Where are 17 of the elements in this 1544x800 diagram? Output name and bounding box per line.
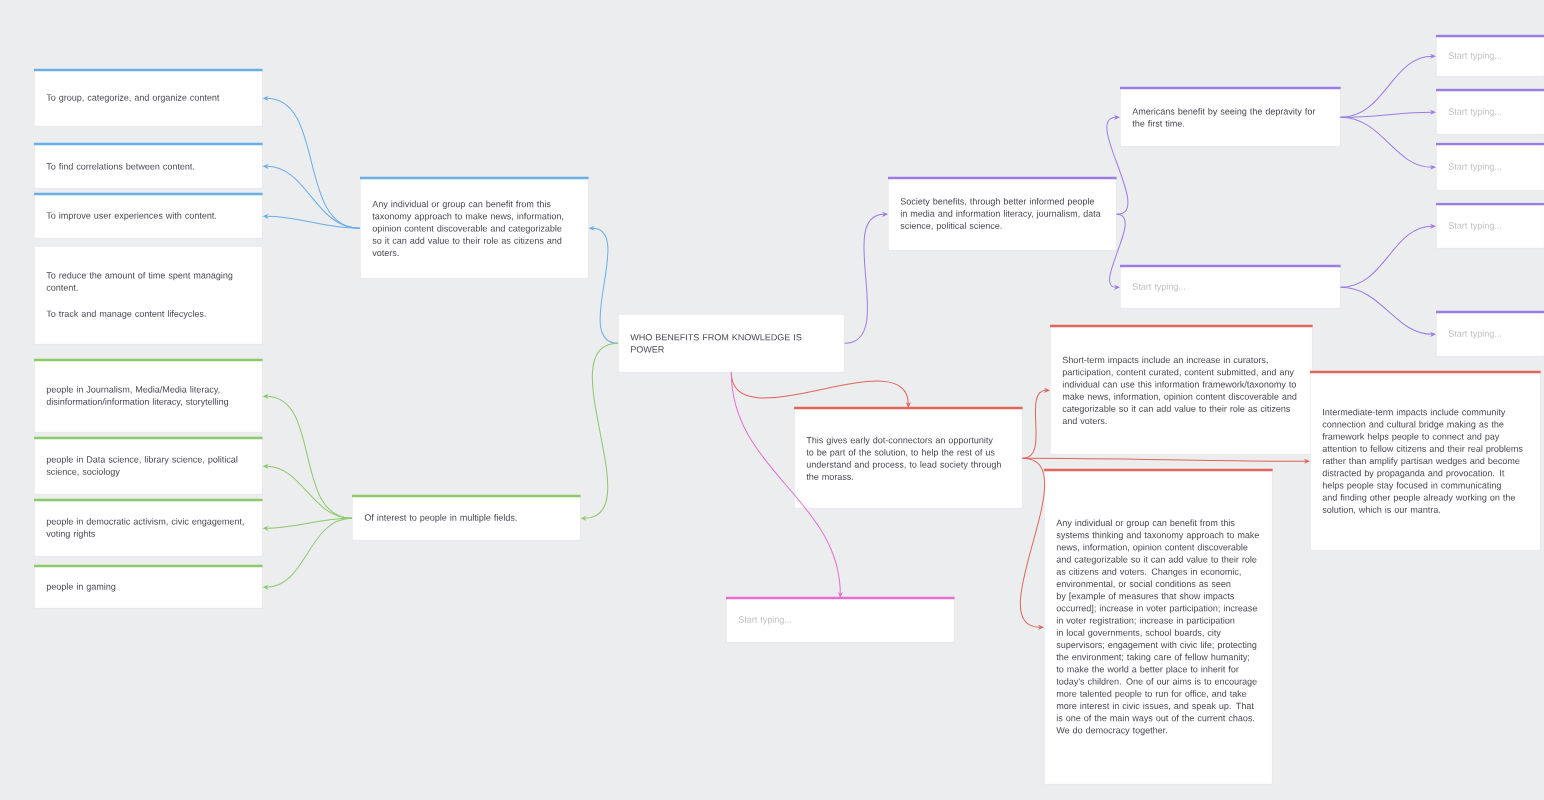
connector-arrow	[1340, 224, 1436, 288]
connector-arrow	[263, 164, 361, 229]
connector-arrow	[1106, 115, 1129, 215]
connector-arrow	[589, 226, 619, 344]
connector-arrow	[730, 372, 911, 408]
connector-arrow	[263, 214, 361, 229]
connector-arrow	[730, 372, 843, 598]
connector-arrow	[263, 517, 353, 590]
connector-arrow	[581, 342, 619, 521]
connector-arrow	[1340, 286, 1436, 337]
connector-arrow	[844, 212, 888, 344]
connector-arrow	[1019, 457, 1046, 630]
connector-arrow	[263, 464, 353, 519]
connector-arrow	[1340, 116, 1436, 170]
connector-arrow	[1022, 388, 1050, 459]
connector-arrow	[1109, 213, 1126, 290]
connector-arrow	[1340, 54, 1436, 118]
